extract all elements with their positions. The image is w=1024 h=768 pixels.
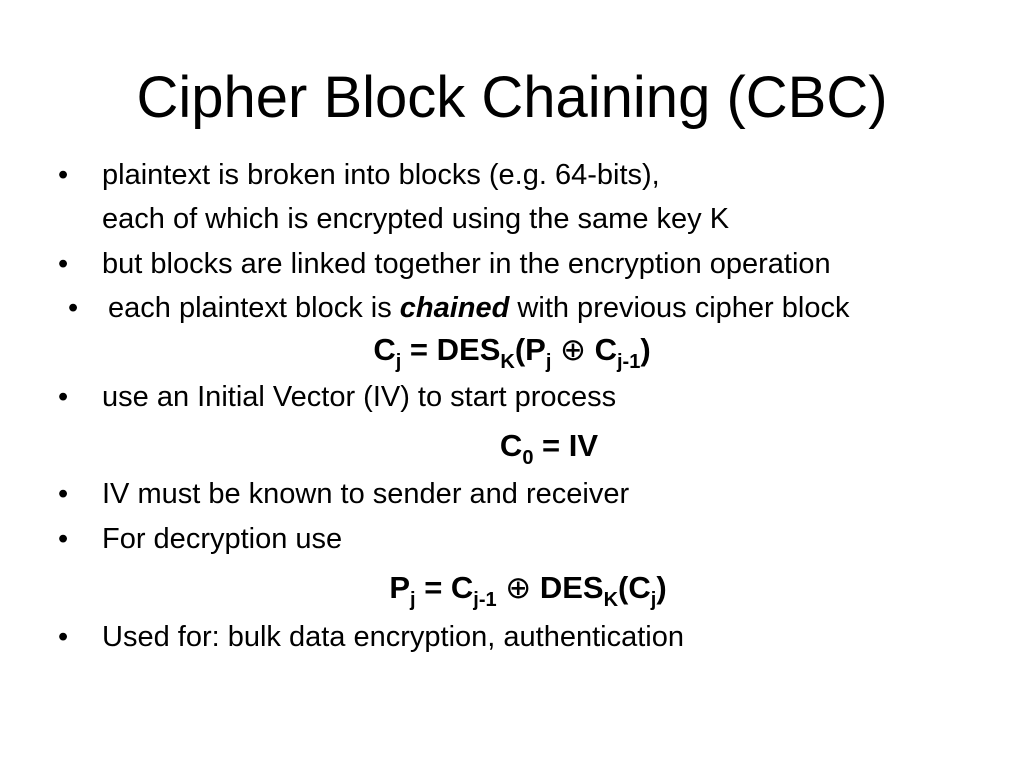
formula-part: ): [656, 570, 667, 605]
formula-subscript: 0: [522, 447, 534, 469]
formula-part: = DES: [401, 332, 501, 367]
slide-title: Cipher Block Chaining (CBC): [136, 65, 888, 130]
formula-subscript: K: [603, 589, 619, 611]
formula-part: = IV: [533, 428, 599, 463]
formula-subscript: K: [500, 351, 515, 373]
bullet-text: plaintext is broken into blocks (e.g. 64…: [102, 159, 660, 191]
formula-subscript: j-1: [473, 589, 497, 611]
formula-part: ): [640, 332, 651, 367]
formula-part: DES: [539, 570, 604, 605]
formula-part: = C: [415, 570, 474, 605]
bullet-marker: •: [58, 159, 69, 191]
bullet-marker: •: [58, 621, 69, 653]
formula-subscript: j: [410, 589, 416, 611]
formula-cbc-decrypt: Pj = Cj-1 ⊕ DESK(Cj): [16, 566, 1024, 610]
emphasis-chained: chained: [399, 292, 510, 324]
text-run: each plaintext block is: [108, 292, 400, 324]
formula-part: P: [389, 570, 411, 605]
formula-subscript: j: [650, 589, 657, 611]
formula-subscript: j: [545, 351, 552, 373]
formula-part: (C: [618, 570, 651, 605]
bullet-text: each of which is encrypted using the sam…: [102, 203, 730, 235]
formula-part: C: [373, 332, 396, 367]
formula-part: (P: [514, 332, 546, 367]
bullet-text: but blocks are linked together in the en…: [102, 248, 831, 280]
bullet-text: use an Initial Vector (IV) to start proc…: [102, 381, 617, 413]
formula-subscript: j: [395, 351, 402, 373]
formula-part: C: [499, 428, 523, 463]
formula-subscript: j-1: [616, 351, 641, 373]
bullet-text: IV must be known to sender and receiver: [102, 478, 630, 510]
formula-part: C: [594, 332, 617, 367]
text-run: with previous cipher block: [509, 292, 850, 324]
bullet-text: For decryption use: [102, 523, 343, 555]
bullet-marker: •: [68, 292, 79, 324]
bullet-text: each plaintext block is chained with pre…: [108, 288, 849, 328]
bullet-text: Used for: bulk data encryption, authenti…: [102, 621, 684, 653]
formula-cbc-encrypt: Cj = DESK(Pj ⊕ Cj-1): [0, 328, 1024, 372]
xor-symbol: ⊕: [551, 332, 595, 367]
bullet-marker: •: [58, 248, 69, 280]
bullet-marker: •: [58, 523, 69, 555]
xor-symbol: ⊕: [496, 570, 540, 605]
bullet-marker: •: [58, 381, 69, 413]
formula-iv: C0 = IV: [37, 424, 1024, 468]
bullet-marker: •: [58, 478, 69, 510]
